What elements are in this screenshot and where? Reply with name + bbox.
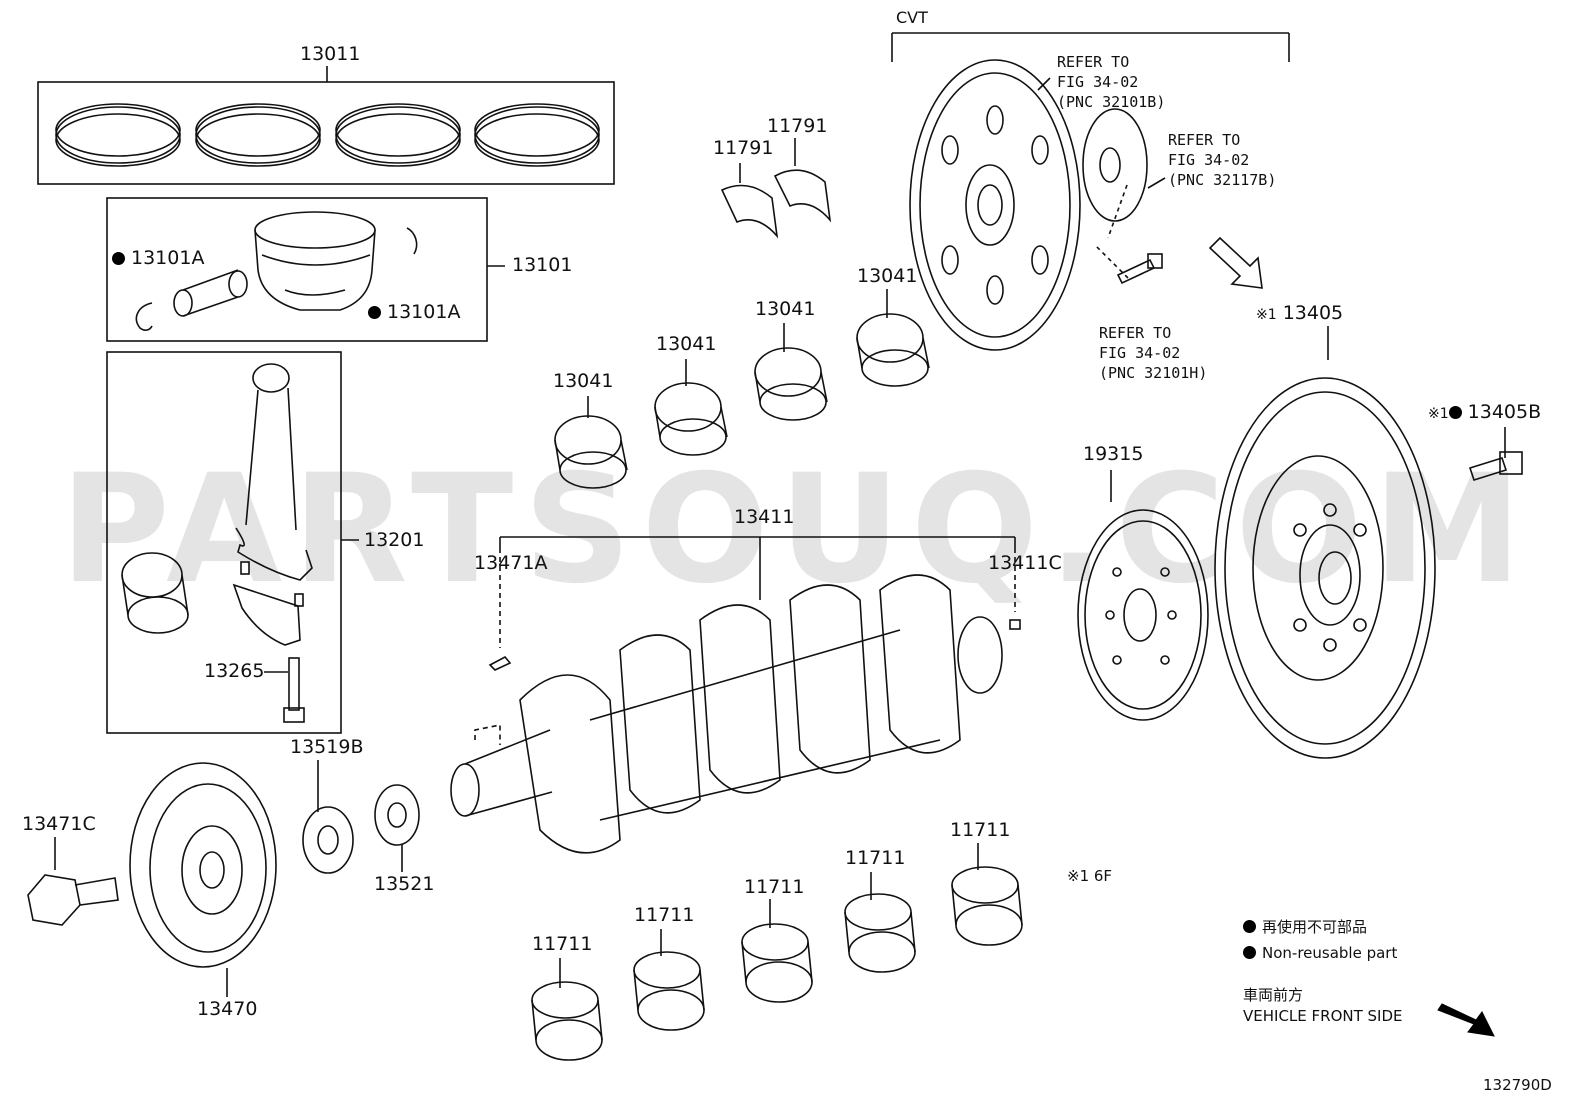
label-11711-c: 11711 <box>744 876 805 898</box>
label-13011: 13011 <box>300 43 361 65</box>
main-bearing-upper-1 <box>554 415 628 489</box>
label-19315: 19315 <box>1083 443 1144 465</box>
label-13041-a: 13041 <box>553 370 614 392</box>
label-11711-a: 11711 <box>532 933 593 955</box>
label-13041-c: 13041 <box>755 298 816 320</box>
crankshaft-pulley <box>129 762 277 968</box>
label-13201: 13201 <box>364 529 425 551</box>
label-13265: 13265 <box>204 660 265 682</box>
label-13101: 13101 <box>512 254 573 276</box>
legend-front-jp: 車両前方 <box>1243 986 1304 1004</box>
direction-arrow <box>1208 236 1263 289</box>
label-11711-d: 11711 <box>845 847 906 869</box>
connecting-rod <box>232 363 313 646</box>
non-reusable-dot-icon <box>1243 920 1256 933</box>
thrust-washer-1 <box>720 184 779 239</box>
pulley-bolt <box>27 874 119 926</box>
piston-box <box>106 197 488 342</box>
vehicle-front-arrow <box>1437 1003 1495 1037</box>
cvt-label: CVT <box>896 8 928 27</box>
snap-ring-right <box>406 227 418 255</box>
legend-non-reusable-en: Non-reusable part <box>1243 946 1397 961</box>
snap-ring-left <box>135 302 153 331</box>
label-13101A-left: 13101A <box>112 249 204 268</box>
label-13519B: 13519B <box>290 736 364 758</box>
main-bearing-lower-5 <box>951 866 1023 946</box>
drive-plate <box>909 59 1081 351</box>
key-dashed <box>474 724 501 745</box>
main-bearing-upper-4 <box>856 313 930 387</box>
label-13471C: 13471C <box>22 813 96 835</box>
label-11791-a: 11791 <box>713 137 774 159</box>
main-bearing-upper-2 <box>654 382 728 456</box>
crankshaft-timing-gear <box>374 784 420 846</box>
main-bearing-lower-1 <box>531 981 603 1061</box>
crank-angle-sensor-plate <box>302 806 354 874</box>
label-13041-b: 13041 <box>656 333 717 355</box>
piston-pin <box>173 269 248 317</box>
non-reusable-dot-icon <box>1243 946 1256 959</box>
label-13411: 13411 <box>734 506 795 528</box>
conrod-bearing <box>121 552 189 634</box>
label-13521: 13521 <box>374 873 435 895</box>
flywheel-bolt <box>1468 451 1523 481</box>
crankshaft <box>450 574 1021 854</box>
drive-plate-spacer <box>1082 108 1148 222</box>
label-13411C: 13411C <box>988 552 1062 574</box>
main-bearing-upper-3 <box>754 347 828 421</box>
main-bearing-lower-4 <box>844 893 916 973</box>
label-11791-b: 11791 <box>767 115 828 137</box>
main-bearing-lower-2 <box>633 951 705 1031</box>
main-bearing-lower-3 <box>741 923 813 1003</box>
note-6f: ※1 6F <box>1067 867 1113 885</box>
drive-plate-bolt <box>1116 253 1163 285</box>
timing-rotor <box>1077 509 1209 721</box>
label-11711-b: 11711 <box>634 904 695 926</box>
label-13405: ※1 13405 <box>1256 302 1344 324</box>
flywheel <box>1214 377 1436 759</box>
non-reusable-dot-icon <box>1448 406 1462 419</box>
label-13101A-right: 13101A <box>368 303 460 322</box>
figure-id: 132790D <box>1483 1076 1552 1094</box>
label-13471A: 13471A <box>474 552 548 574</box>
piston-ring-box <box>37 81 615 185</box>
label-13041-d: 13041 <box>857 265 918 287</box>
legend-non-reusable-jp: 再使用不可部品 <box>1243 920 1367 935</box>
label-11711-e: 11711 <box>950 819 1011 841</box>
conrod-box <box>106 351 342 734</box>
legend-front-en: VEHICLE FRONT SIDE <box>1243 1007 1403 1025</box>
piston-ring-set <box>55 103 600 167</box>
thrust-washer-2 <box>773 169 832 223</box>
non-reusable-dot-icon <box>112 252 125 265</box>
non-reusable-dot-icon <box>368 306 381 319</box>
conrod-bolt <box>283 657 305 723</box>
label-13470: 13470 <box>197 998 258 1020</box>
piston <box>254 211 376 311</box>
